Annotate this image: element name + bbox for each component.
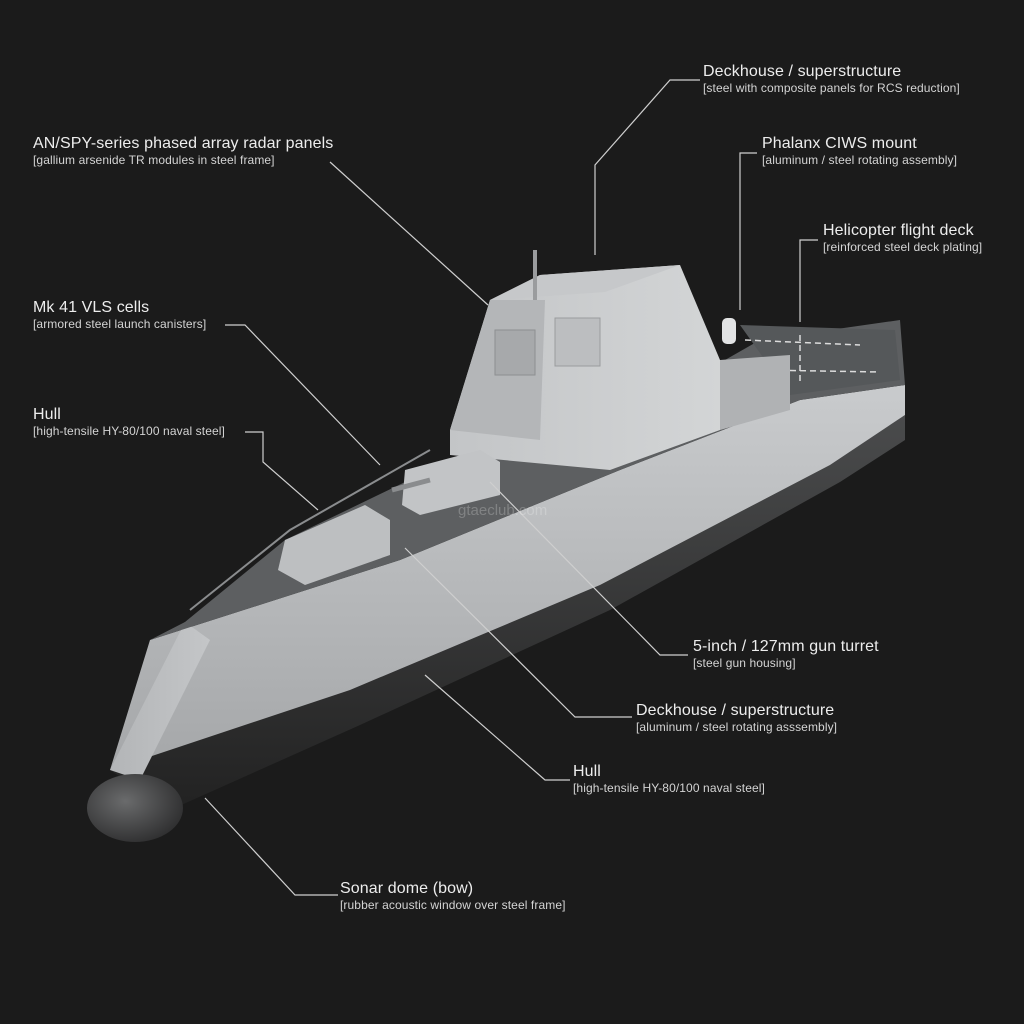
leader-deckhouse-mid <box>404 547 632 718</box>
label-flight-deck: Helicopter flight deck [reinforced steel… <box>823 222 982 255</box>
label-gun: 5-inch / 127mm gun turret [steel gun hou… <box>693 638 879 671</box>
leader-phalanx <box>739 152 757 310</box>
label-sub: [armored steel launch canisters] <box>33 317 207 331</box>
leader-flight-deck <box>799 239 818 322</box>
label-title: Deckhouse / superstructure <box>703 63 902 80</box>
radar-panel-side <box>554 317 601 367</box>
bow-face <box>110 622 210 780</box>
leader-gun <box>489 481 688 656</box>
hull-side <box>110 385 905 770</box>
deckhouse-top <box>490 265 680 300</box>
label-hull-right: Hull [high-tensile HY-80/100 naval steel… <box>573 763 765 796</box>
label-sub: [high-tensile HY-80/100 naval steel] <box>33 424 225 438</box>
gun-turret-housing <box>402 450 500 515</box>
label-sub: [aluminum / steel rotating assembly] <box>762 153 958 167</box>
leader-deckhouse-top <box>594 79 700 255</box>
label-title: Deckhouse / superstructure <box>636 702 835 719</box>
leader-hull-left <box>245 431 319 511</box>
watermark: gtaeclub.com <box>458 502 548 519</box>
label-title: 5-inch / 127mm gun turret <box>693 638 879 655</box>
hull-lower-band <box>110 415 905 810</box>
label-title: Phalanx CIWS mount <box>762 135 917 152</box>
label-title: Hull <box>573 763 601 780</box>
label-deckhouse-top: Deckhouse / superstructure [steel with c… <box>703 63 960 96</box>
label-sub: [rubber acoustic window over steel frame… <box>340 898 566 912</box>
label-sub: [high-tensile HY-80/100 naval steel] <box>573 781 765 795</box>
leader-hull-right <box>424 674 570 781</box>
vls-block <box>278 505 390 585</box>
label-title: Sonar dome (bow) <box>340 880 474 897</box>
radar-panel <box>494 329 536 376</box>
label-title: Hull <box>33 406 61 423</box>
label-sub: [gallium arsenide TR modules in steel fr… <box>33 153 275 167</box>
label-phalanx: Phalanx CIWS mount [aluminum / steel rot… <box>762 135 957 168</box>
sonar-dome <box>87 774 183 842</box>
phalanx-mount <box>722 318 736 344</box>
deck-railing <box>189 449 431 611</box>
label-sub: [steel with composite panels for RCS red… <box>703 81 960 95</box>
label-sonar: Sonar dome (bow) [rubber acoustic window… <box>340 880 566 913</box>
label-title: Helicopter flight deck <box>823 222 974 239</box>
label-vls: Mk 41 VLS cells [armored steel launch ca… <box>33 299 206 332</box>
leader-sonar <box>204 797 338 896</box>
label-sub: [aluminum / steel rotating asssembly] <box>636 720 838 734</box>
leader-vls <box>225 324 381 466</box>
leader-lines <box>204 79 818 896</box>
label-sub: [steel gun housing] <box>693 656 796 670</box>
label-sub: [reinforced steel deck plating] <box>823 240 983 254</box>
leader-radar-panels <box>329 161 489 306</box>
label-hull-left: Hull [high-tensile HY-80/100 naval steel… <box>33 406 225 439</box>
gun-barrel <box>391 477 431 493</box>
label-radar-panels: AN/SPY-series phased array radar panels … <box>33 135 333 168</box>
label-deckhouse-mid: Deckhouse / superstructure [aluminum / s… <box>636 702 837 735</box>
label-title: Mk 41 VLS cells <box>33 299 150 316</box>
hangar-block <box>720 355 790 430</box>
label-title: AN/SPY-series phased array radar panels <box>33 135 334 152</box>
